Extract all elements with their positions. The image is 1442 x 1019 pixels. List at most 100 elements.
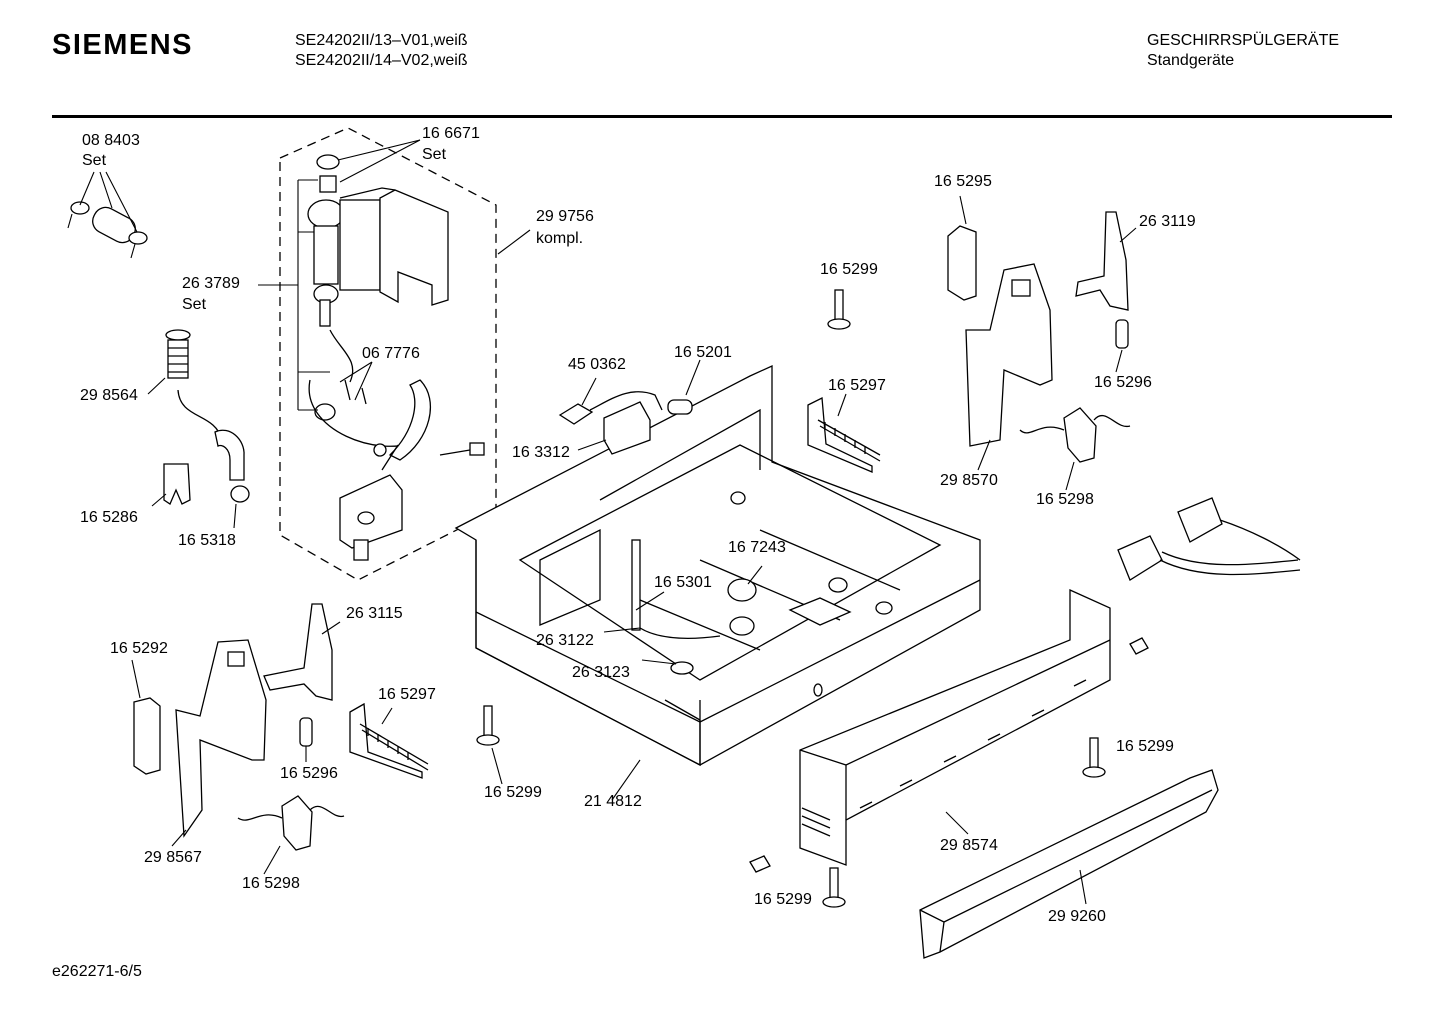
- category-subtitle: Standgeräte: [1147, 52, 1235, 69]
- clip-165296-right: [1115, 319, 1129, 349]
- drawing-id: e262271-6/5: [52, 963, 142, 980]
- leader-299260: [1079, 869, 1087, 905]
- leader-165292: [131, 659, 141, 699]
- leader-088403: [79, 171, 138, 233]
- label-263119: 26 3119: [1139, 213, 1196, 230]
- leader-299756: [497, 229, 531, 255]
- leader-163312: [577, 439, 607, 451]
- inlet-hose-part: [165, 329, 250, 503]
- label-299756-kompl: kompl.: [536, 230, 584, 247]
- label-299756: 29 9756: [536, 208, 594, 225]
- label-165297-top: 16 5297: [828, 377, 886, 394]
- siemens-logo: SIEMENS: [52, 29, 194, 61]
- category-title: GESCHIRRSPÜLGERÄTE: [1147, 32, 1340, 49]
- label-450362: 45 0362: [568, 356, 626, 373]
- label-263123: 26 3123: [572, 664, 630, 681]
- label-165286: 16 5286: [80, 509, 138, 526]
- label-298570: 29 8570: [940, 472, 998, 489]
- leader-263119: [1119, 227, 1137, 243]
- label-263122: 26 3122: [536, 632, 594, 649]
- label-298574: 29 8574: [940, 837, 998, 854]
- base-tray-part: [454, 364, 981, 767]
- label-165299-bottom: 16 5299: [754, 891, 812, 908]
- switch-165298-left: [237, 795, 345, 851]
- label-298567: 29 8567: [144, 849, 202, 866]
- leader-166671: [337, 139, 421, 183]
- label-165298-right: 16 5298: [1036, 491, 1094, 508]
- label-263115: 26 3115: [346, 605, 403, 622]
- label-165296-right: 16 5296: [1094, 374, 1152, 391]
- leader-298570: [977, 439, 991, 471]
- valve-assembly-part: [307, 154, 485, 561]
- model-line-2: SE24202II/14–V02,weiß: [295, 52, 468, 69]
- screw-165299-mid: [476, 705, 500, 746]
- label-088403-set: Set: [82, 152, 107, 169]
- label-298564: 29 8564: [80, 387, 138, 404]
- leader-165318: [233, 503, 237, 529]
- label-165299-right: 16 5299: [1116, 738, 1174, 755]
- screw-165299-bottom: [749, 855, 846, 908]
- label-263789: 26 3789: [182, 275, 240, 292]
- connector-harness-part: [1117, 497, 1301, 581]
- hinge-bracket-298570: [965, 263, 1053, 447]
- leader-165296-right: [1115, 349, 1123, 373]
- leader-298574: [945, 811, 969, 835]
- leader-165297-top: [837, 393, 847, 417]
- label-165318: 16 5318: [178, 532, 236, 549]
- leader-263789: [258, 179, 330, 411]
- label-088403: 08 8403: [82, 132, 140, 149]
- hinge-lever-263115: [263, 603, 333, 701]
- label-165295: 16 5295: [934, 173, 992, 190]
- label-167243: 16 7243: [728, 539, 786, 556]
- leader-263122: [603, 627, 641, 633]
- leader-263123: [641, 659, 677, 665]
- label-214812: 21 4812: [584, 793, 642, 810]
- screw-165299-right: [1082, 737, 1106, 778]
- hinge-cover-165292: [133, 697, 161, 775]
- clip-165296-left: [299, 717, 313, 747]
- leader-450362: [581, 377, 597, 406]
- label-299260: 29 9260: [1048, 908, 1106, 925]
- screw-small-right: [1129, 637, 1149, 655]
- leader-165299-mid: [491, 747, 503, 785]
- leader-165295: [959, 195, 967, 225]
- label-165298-left: 16 5298: [242, 875, 300, 892]
- leader-165298-right: [1065, 461, 1075, 491]
- switch-165298-right: [1019, 407, 1131, 463]
- label-166671-set: Set: [422, 146, 447, 163]
- hinge-cover-165295: [947, 225, 977, 301]
- leader-067776: [339, 361, 373, 401]
- leader-298564: [147, 377, 166, 395]
- leader-165297-left: [381, 707, 393, 725]
- leader-165286: [151, 493, 167, 507]
- leader-263115: [321, 621, 341, 635]
- clip-165286-part: [163, 463, 191, 505]
- label-163312: 16 3312: [512, 444, 570, 461]
- label-067776: 06 7776: [362, 345, 420, 362]
- kickboard-299260: [919, 769, 1219, 959]
- model-line-1: SE24202II/13–V01,weiß: [295, 32, 468, 49]
- harness-263122-part: [639, 627, 721, 675]
- label-263789-set: Set: [182, 296, 207, 313]
- label-165296-left: 16 5296: [280, 765, 338, 782]
- hinge-bracket-298567: [175, 639, 267, 838]
- label-165297-left: 16 5297: [378, 686, 436, 703]
- screw-165299-top: [827, 289, 851, 330]
- hinge-spring-165297-top: [807, 396, 881, 473]
- label-165301: 16 5301: [654, 574, 712, 591]
- hinge-spring-165297-left: [349, 702, 429, 779]
- header-divider: [52, 115, 1392, 118]
- label-165299-mid: 16 5299: [484, 784, 542, 801]
- capacitor-harness-part: [558, 391, 693, 455]
- hinge-lever-263119: [1075, 211, 1129, 311]
- leader-165298-left: [263, 845, 281, 875]
- label-165299-top: 16 5299: [820, 261, 878, 278]
- leader-165301: [635, 591, 665, 611]
- leader-214812: [611, 759, 641, 801]
- leader-167243: [747, 565, 763, 585]
- leader-298567: [171, 829, 187, 847]
- label-165201: 16 5201: [674, 344, 732, 361]
- leader-165201: [685, 359, 701, 396]
- hose-set-part: [67, 201, 148, 259]
